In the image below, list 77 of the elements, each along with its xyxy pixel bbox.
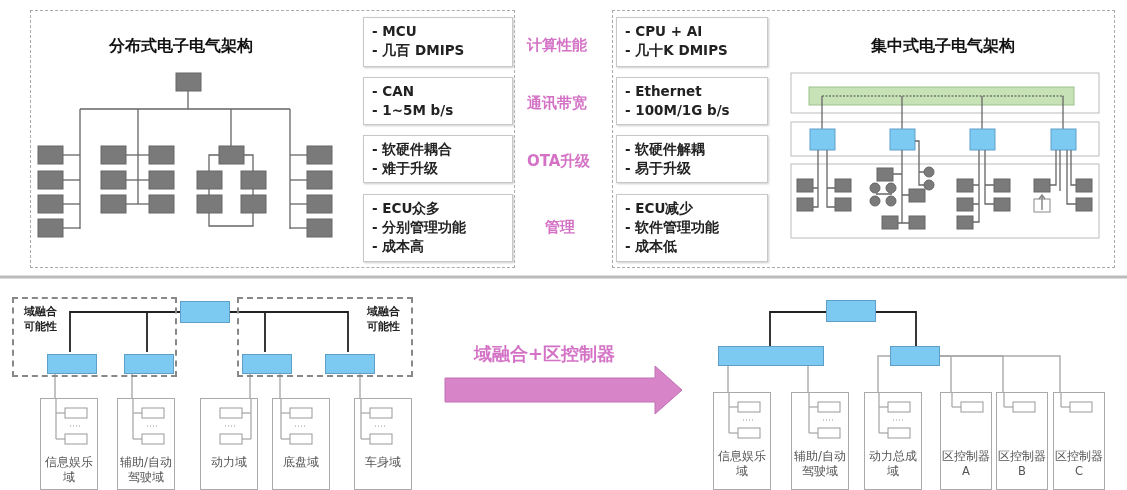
domain-label: 动力总成域: [868, 449, 918, 479]
spec-box: [616, 194, 768, 262]
domain-box: [200, 398, 258, 490]
spec-line: - 成本高: [372, 237, 426, 256]
spec-line: - 分别管理功能: [372, 218, 468, 237]
arrow-label: 域融合+区控制器: [474, 342, 616, 366]
domain-box: [354, 398, 412, 490]
domain-box: [996, 392, 1048, 490]
panel-title: 分布式电子电气架构: [109, 36, 253, 57]
connector-line: [939, 355, 1061, 393]
controller-box: [124, 354, 174, 374]
domain-label: 区控制器C: [1054, 449, 1104, 479]
gateway-box: [180, 301, 230, 323]
group-label: 域融合可能性: [24, 304, 58, 334]
spec-line: - 软件管理功能: [625, 218, 721, 237]
domain-label: 区控制器B: [997, 449, 1047, 479]
domain-box: [864, 392, 922, 490]
spec-line: - 几十K DMIPS: [625, 41, 729, 60]
domain-label: 底盘域: [282, 455, 320, 470]
spec-line: - 易于升级: [625, 159, 693, 178]
gateway-box: [826, 300, 876, 322]
spec-line: - ECU减少: [625, 199, 695, 218]
group-label: 域融合可能性: [367, 304, 401, 334]
domain-label: 辅助/自动驾驶域: [119, 455, 173, 485]
connector-line: [877, 355, 891, 393]
spec-line: - 1~5M b/s: [372, 101, 455, 120]
spec-line: - 几百 DMIPS: [372, 41, 466, 60]
row-label: 计算性能: [527, 36, 587, 55]
domain-label: 车身域: [364, 455, 402, 470]
domain-box: [272, 398, 330, 490]
domain-box: [117, 398, 175, 490]
spec-line: - Ethernet: [625, 82, 703, 101]
connector-line: [875, 311, 917, 347]
spec-line: - CAN: [372, 82, 415, 101]
connector-line: [769, 311, 827, 347]
domain-box: [940, 392, 992, 490]
dashed-panel: [30, 10, 515, 268]
spec-box: [363, 194, 513, 262]
row-label: 管理: [545, 218, 575, 237]
spec-line: - MCU: [372, 22, 418, 41]
domain-box: [40, 398, 98, 490]
spec-line: - 软硬件解耦: [625, 140, 707, 159]
domain-label: 信息娱乐域: [44, 455, 94, 485]
controller-box: [718, 346, 824, 366]
spec-line: - 软硬件耦合: [372, 140, 454, 159]
spec-box: [363, 17, 513, 67]
domain-label: 辅助/自动驾驶域: [793, 449, 847, 479]
controller-box: [890, 346, 940, 366]
domain-box: [791, 392, 849, 490]
connector-line: [229, 311, 349, 353]
domain-label: 信息娱乐域: [717, 449, 767, 479]
row-label: 通讯带宽: [527, 94, 587, 113]
spec-box: [363, 135, 513, 183]
connector-line: [807, 365, 809, 393]
spec-box: [616, 135, 768, 183]
spec-line: - CPU + AI: [625, 22, 704, 41]
domain-box: [713, 392, 771, 490]
panel-title: 集中式电子电气架构: [871, 36, 1015, 57]
dashed-panel: [612, 10, 1115, 268]
spec-line: - 难于升级: [372, 159, 440, 178]
spec-line: - 成本低: [625, 237, 679, 256]
domain-box: [1053, 392, 1105, 490]
controller-box: [242, 354, 292, 374]
connector-line: [727, 365, 729, 393]
controller-box: [47, 354, 97, 374]
dashed-group: [12, 297, 177, 377]
spec-line: - 100M/1G b/s: [625, 101, 731, 120]
connector-line: [146, 311, 181, 353]
domain-label: 区控制器A: [941, 449, 991, 479]
domain-label: 动力域: [210, 455, 248, 470]
controller-box: [325, 354, 375, 374]
spec-line: - ECU众多: [372, 199, 442, 218]
spec-box: [616, 77, 768, 125]
dashed-group: [237, 297, 413, 377]
spec-box: [616, 17, 768, 67]
row-label: OTA升级: [527, 152, 591, 171]
spec-box: [363, 77, 513, 125]
